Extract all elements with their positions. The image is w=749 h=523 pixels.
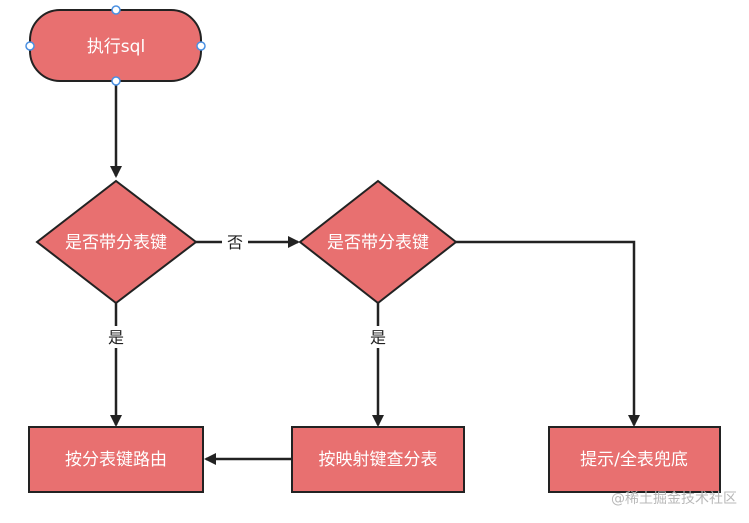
start-node-label: 执行sql [87,37,145,57]
lookup-by-mapping-label: 按映射键查分表 [319,450,438,470]
watermark: @稀土掘金技术社区 [611,491,737,507]
decision-node-2[interactable]: 是否带分表键 [298,179,458,305]
decision-node-2-label: 是否带分表键 [327,233,429,253]
start-node[interactable]: 执行sql [29,9,202,82]
edge-decision2-to-hint [456,240,640,427]
decision-node-1[interactable]: 是否带分表键 [35,179,198,305]
lookup-by-mapping-node[interactable]: 按映射键查分表 [291,426,465,493]
edge-label-no: 否 [227,233,243,252]
decision-node-1-label: 是否带分表键 [65,233,167,253]
route-by-key-node[interactable]: 按分表键路由 [28,426,204,493]
route-by-key-label: 按分表键路由 [65,450,167,470]
edge-label-yes-left: 是 [108,328,124,347]
full-table-scan-hint-label: 提示/全表兜底 [580,450,688,470]
full-table-scan-hint-node[interactable]: 提示/全表兜底 [548,426,721,493]
edge-label-yes-middle: 是 [370,328,386,347]
selection-handles[interactable] [25,5,206,86]
